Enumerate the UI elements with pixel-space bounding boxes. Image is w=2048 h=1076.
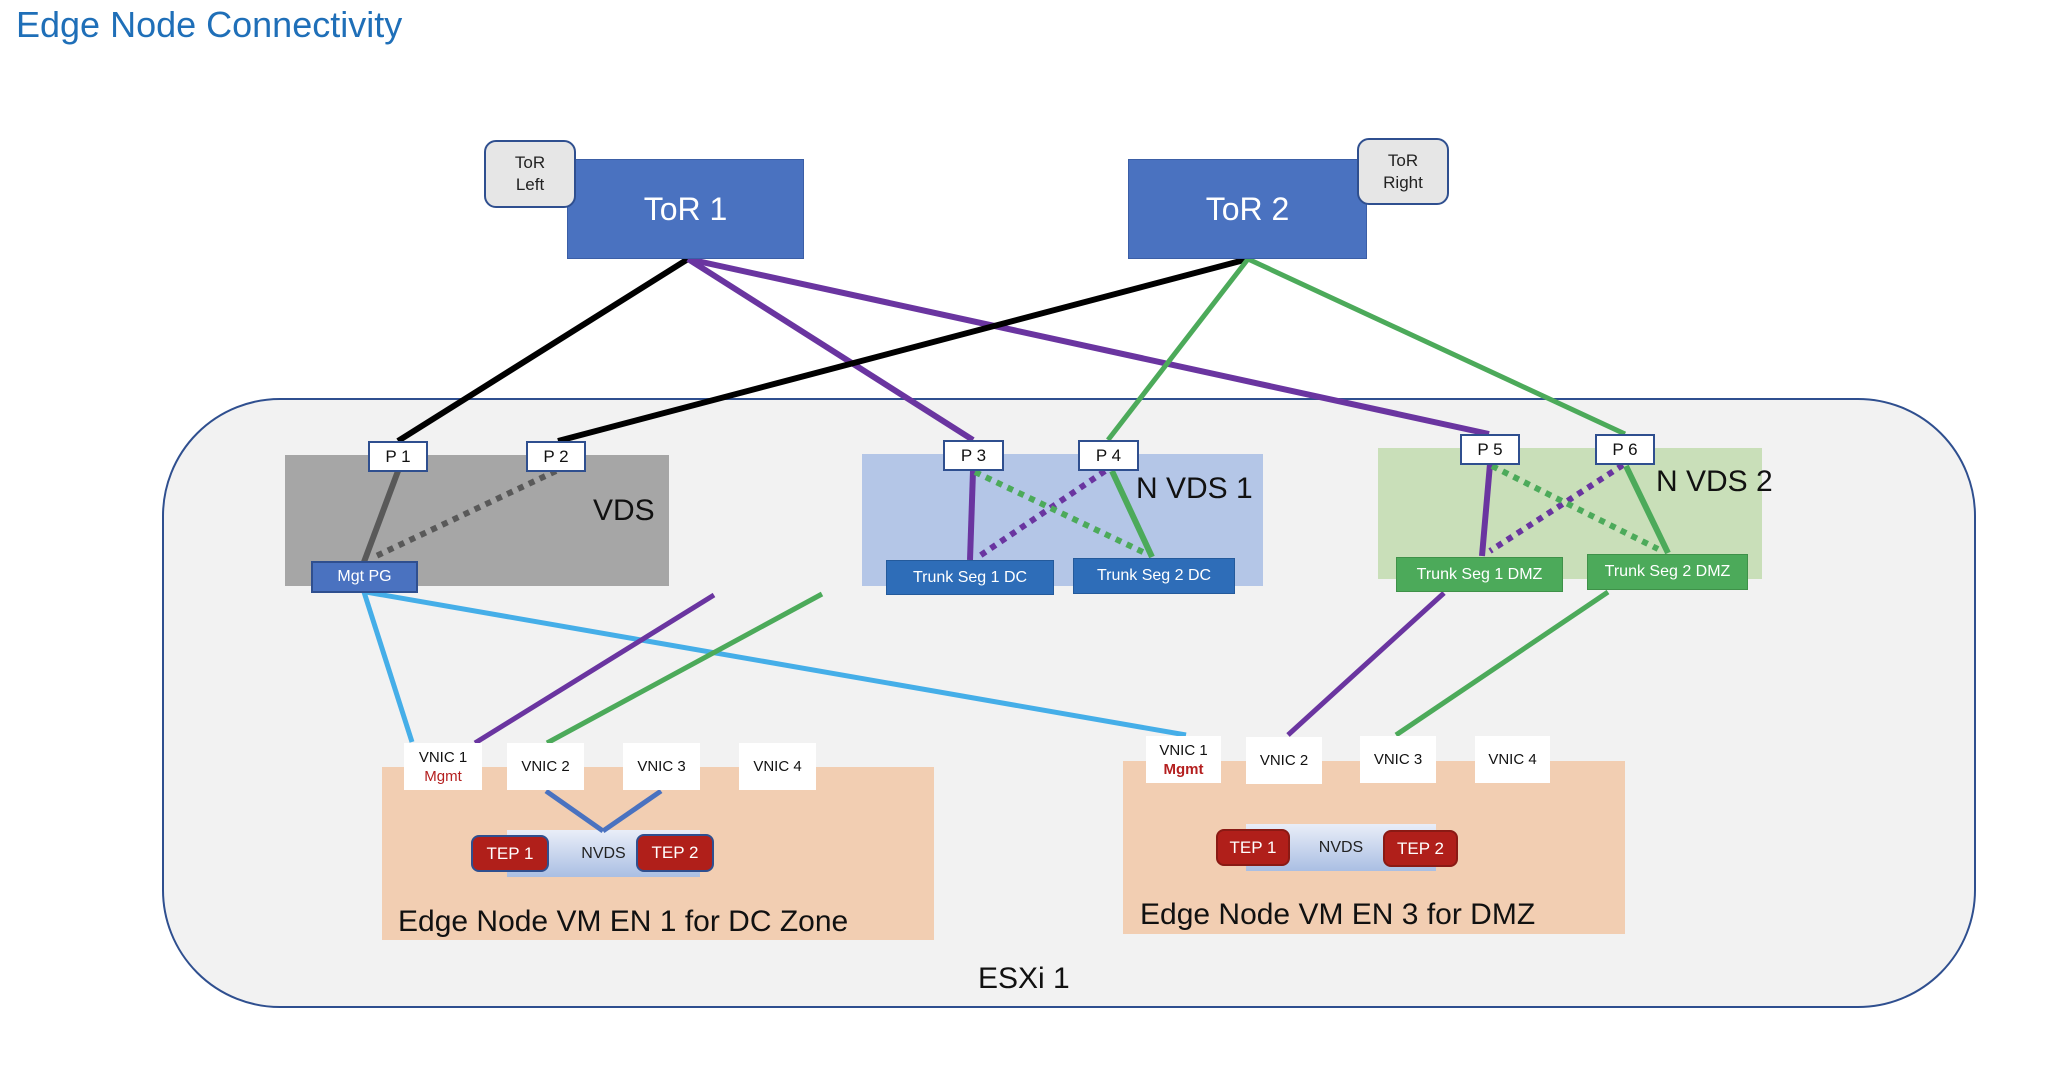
link-seg2dc-en1-vnic3	[545, 591, 824, 746]
en3-vnic3[interactable]: VNIC 3	[1360, 736, 1436, 783]
nvds1-label: N VDS 1	[1136, 472, 1253, 505]
en1-vnic1[interactable]: VNIC 1 Mgmt	[404, 743, 482, 790]
link-p1-mgtpg	[361, 469, 401, 564]
en3-vnic2[interactable]: VNIC 2	[1246, 737, 1322, 784]
link-seg2dmz-en3-vnic3	[1394, 589, 1610, 738]
link-p3-seg2dc	[973, 469, 1147, 556]
tor1-tag-line2: Left	[515, 175, 545, 194]
en3-vnic1[interactable]: VNIC 1 Mgmt	[1146, 736, 1221, 783]
link-seg1dc-en1-vnic2	[473, 592, 716, 746]
port-p3[interactable]: P 3	[943, 440, 1004, 471]
edge-node-en3-label: Edge Node VM EN 3 for DMZ	[1140, 898, 1536, 931]
en1-vnic2-label: VNIC 2	[521, 758, 570, 775]
tor2-tag-line1: ToR	[1387, 150, 1419, 170]
link-mgtpg-en1-vnic1	[361, 591, 415, 743]
en3-tep2[interactable]: TEP 2	[1383, 830, 1458, 867]
link-seg1dmz-en3-vnic2	[1286, 591, 1446, 737]
tor2-switch[interactable]: ToR 2	[1128, 159, 1367, 259]
tor1-tag-line1: ToR	[514, 153, 546, 172]
port-p2[interactable]: P 2	[526, 441, 586, 472]
tor1-tag: ToR Left	[484, 140, 576, 208]
port-p6[interactable]: P 6	[1595, 434, 1655, 465]
port-group-trunk-seg2-dc[interactable]: Trunk Seg 2 DC	[1073, 558, 1235, 594]
edge-node-en1-label: Edge Node VM EN 1 for DC Zone	[398, 905, 849, 938]
en1-nvds-label: NVDS	[581, 844, 626, 862]
en1-vnic4-label: VNIC 4	[753, 758, 802, 775]
esxi-host-label: ESXi 1	[978, 962, 1070, 995]
en1-vnic4[interactable]: VNIC 4	[739, 743, 816, 790]
link-tor2-p4	[1106, 257, 1250, 442]
link-p2-mgtpg	[370, 468, 558, 561]
nvds2-label: N VDS 2	[1656, 465, 1773, 498]
link-tor2-p2	[557, 256, 1249, 444]
link-p4-seg1dc	[976, 468, 1107, 560]
port-group-trunk-seg1-dmz[interactable]: Trunk Seg 1 DMZ	[1396, 557, 1563, 592]
link-tor2-p6	[1246, 256, 1627, 437]
en1-vnic3[interactable]: VNIC 3	[623, 743, 700, 790]
en3-vnic3-label: VNIC 3	[1373, 751, 1423, 768]
port-group-mgt[interactable]: Mgt PG	[311, 561, 418, 593]
link-p6-seg1dmz	[1488, 462, 1625, 554]
en1-vnic2[interactable]: VNIC 2	[507, 743, 584, 790]
en3-vnic2-label: VNIC 2	[1259, 752, 1309, 769]
link-tor1-p3	[686, 256, 975, 443]
en1-vnic1-label: VNIC 1	[418, 748, 468, 766]
page-title: Edge Node Connectivity	[16, 4, 403, 45]
link-p6-seg2dmz	[1623, 464, 1671, 555]
en1-tep1[interactable]: TEP 1	[471, 835, 549, 872]
link-p5-seg1dmz	[1479, 463, 1493, 557]
en1-vnic3-label: VNIC 3	[637, 758, 686, 775]
tor1-label: ToR 1	[643, 190, 728, 227]
link-en1-vnic2-nvds	[544, 788, 605, 834]
port-p4[interactable]: P 4	[1078, 440, 1139, 471]
link-tor1-p5	[687, 256, 1490, 437]
en3-vnic4[interactable]: VNIC 4	[1475, 736, 1550, 783]
en3-vnic1-label: VNIC 1	[1159, 741, 1208, 759]
port-p1[interactable]: P 1	[368, 441, 428, 472]
tor2-tag-line2: Right	[1383, 172, 1423, 192]
en3-vnic1-mgmt-tag: Mgmt	[1163, 760, 1204, 778]
link-p3-seg1dc	[967, 470, 976, 561]
tor1-switch[interactable]: ToR 1	[567, 159, 804, 259]
en3-nvds-label: NVDS	[1318, 838, 1364, 856]
en1-vnic1-mgmt-tag: Mgmt	[424, 767, 462, 785]
vds-label: VDS	[593, 494, 655, 527]
port-group-trunk-seg1-dc[interactable]: Trunk Seg 1 DC	[886, 560, 1054, 595]
en3-vnic4-label: VNIC 4	[1488, 751, 1537, 768]
link-p4-seg2dc	[1109, 469, 1155, 559]
en1-tep2[interactable]: TEP 2	[636, 834, 714, 872]
link-tor1-p1	[396, 256, 690, 444]
tor2-label: ToR 2	[1205, 190, 1290, 227]
port-p5[interactable]: P 5	[1460, 434, 1520, 465]
en3-tep1[interactable]: TEP 1	[1216, 829, 1290, 866]
link-mgtpg-en3-vnic1	[365, 589, 1187, 738]
link-en1-vnic3-nvds	[601, 788, 663, 834]
port-group-trunk-seg2-dmz[interactable]: Trunk Seg 2 DMZ	[1587, 554, 1748, 590]
